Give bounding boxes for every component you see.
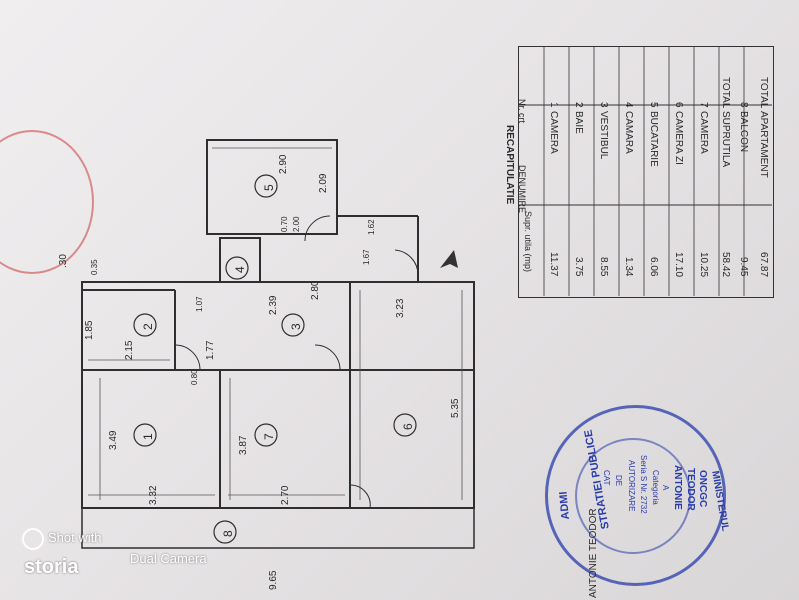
pantry-wall [219,237,261,283]
room-number-8: 8 [221,530,235,537]
blue-stamp [545,405,726,586]
signature-text: ANTONIE TEODOR [588,508,599,598]
stamp-line-5: AUTORIZARE [627,460,636,512]
dim-167: 1.67 [362,249,371,265]
stamp-line-2: ADMI [557,490,572,520]
row-6-name: CAMERA ZI [673,111,684,165]
north-arrow-icon [440,250,458,268]
row-6-nr: 6 [673,102,684,108]
room-number-5: 5 [262,184,276,191]
dim-965: 9.65 [268,570,279,590]
room-number-6: 6 [401,423,415,430]
room-number-4: 4 [233,266,247,273]
camera-icon [22,528,44,550]
row-4-name: CAMARA [623,111,634,154]
row-total2-area: 67.87 [758,252,769,278]
recap-table: Nr. crt DENUMIRE Supr. utila (mp) 1 CAME… [517,46,774,298]
row-7-area: 10.25 [698,252,709,278]
room-circle-7 [254,423,278,447]
dim-030: .30 [58,254,69,268]
room-number-1: 1 [141,433,155,440]
row-total1-area: 58.42 [720,252,731,278]
watermark-line2: Dual Camera [130,551,207,566]
row-8-nr: 8 [738,102,749,108]
dim-239: 2.39 [268,295,279,315]
dim-107: 1.07 [195,296,204,312]
stamp-line-6: Seria S Nr. 2732 [639,455,648,514]
room-number-3: 3 [289,323,303,330]
row-2-area: 3.75 [573,257,584,277]
row-total1-nr: TOTAL [720,77,731,109]
header-name: DENUMIRE [517,165,527,214]
kitchen-wall [206,139,338,235]
dim-535: 5.35 [450,398,461,418]
row-total2-nr: TOTAL [758,77,769,109]
dim-035: 0.35 [90,259,99,275]
row-8-area: 9.45 [738,257,749,277]
dim-349: 3.49 [108,430,119,450]
row-1-nr: 1 [548,102,559,108]
row-8-name: BALCON [738,111,749,153]
row-3-name: VESTIBUL [598,111,609,160]
row-4-nr: 4 [623,102,634,108]
row-3-nr: 3 [598,102,609,108]
stamp-line-4: DE [614,475,623,487]
dim-323: 3.23 [395,298,406,318]
dim-215: 2.15 [124,340,135,360]
dim-080: 0.80 [190,369,199,385]
row-7-name: CAMERA [698,111,709,154]
dim-070: 0.70 [280,216,289,232]
row-total1-name: SUPRUTILA [720,111,731,168]
dim-270: 2.70 [280,485,291,505]
row-1-area: 11.37 [548,252,559,277]
watermark-brand: storia [24,556,79,578]
table-title: RECAPITULATIE [504,125,515,205]
row-6-area: 17.10 [673,252,684,278]
row-5-name: BUCATARIE [648,111,659,167]
room-circle-2 [133,313,157,337]
row-5-nr: 5 [648,102,659,108]
table-grid [519,47,772,296]
row-total2-name: APARTAMENT [758,111,769,178]
stamp-line-8: A [661,485,670,491]
balcony-outline [81,507,475,549]
room-circle-5 [254,174,278,198]
row-2-name: BAIE [573,111,584,134]
room-circle-6 [393,413,417,437]
room-circle-1 [133,423,157,447]
stamp-line-9: ANTONIE [672,465,683,510]
room-number-7: 7 [262,433,276,440]
room-circle-4 [225,256,249,280]
stamp-line-3: CAT [602,470,611,486]
dim-290: 2.90 [278,154,289,174]
plan-outer-wall [81,281,475,509]
dim-280: 2.80 [310,280,321,300]
dim-162: 1.62 [367,219,376,235]
watermark-line1: Shot with [48,530,102,545]
room-number-2: 2 [141,323,155,330]
dim-332: 3.32 [148,485,159,505]
header-area: Supr. utila (mp) [523,211,533,273]
row-7-nr: 7 [698,102,709,108]
stamp-line-7: Categoria [651,470,660,505]
row-5-area: 6.06 [648,257,659,277]
row-4-area: 1.34 [623,257,634,277]
dim-387: 3.87 [238,435,249,455]
room-circle-8 [213,520,237,544]
dim-209: 2.09 [318,173,329,193]
stamp-line-10: TEODOR [685,468,696,511]
row-2-nr: 2 [573,102,584,108]
dim-185: 1.85 [84,320,95,340]
row-3-area: 8.55 [598,257,609,277]
header-nr: Nr. crt [517,99,527,123]
stamp-line-11: ONCGC [697,470,708,508]
dim-177: 1.77 [205,340,216,360]
row-1-name: CAMERA [548,111,559,154]
blue-stamp-inner [575,438,691,554]
room-circle-3 [281,313,305,337]
dim-200: 2.00 [292,216,301,232]
